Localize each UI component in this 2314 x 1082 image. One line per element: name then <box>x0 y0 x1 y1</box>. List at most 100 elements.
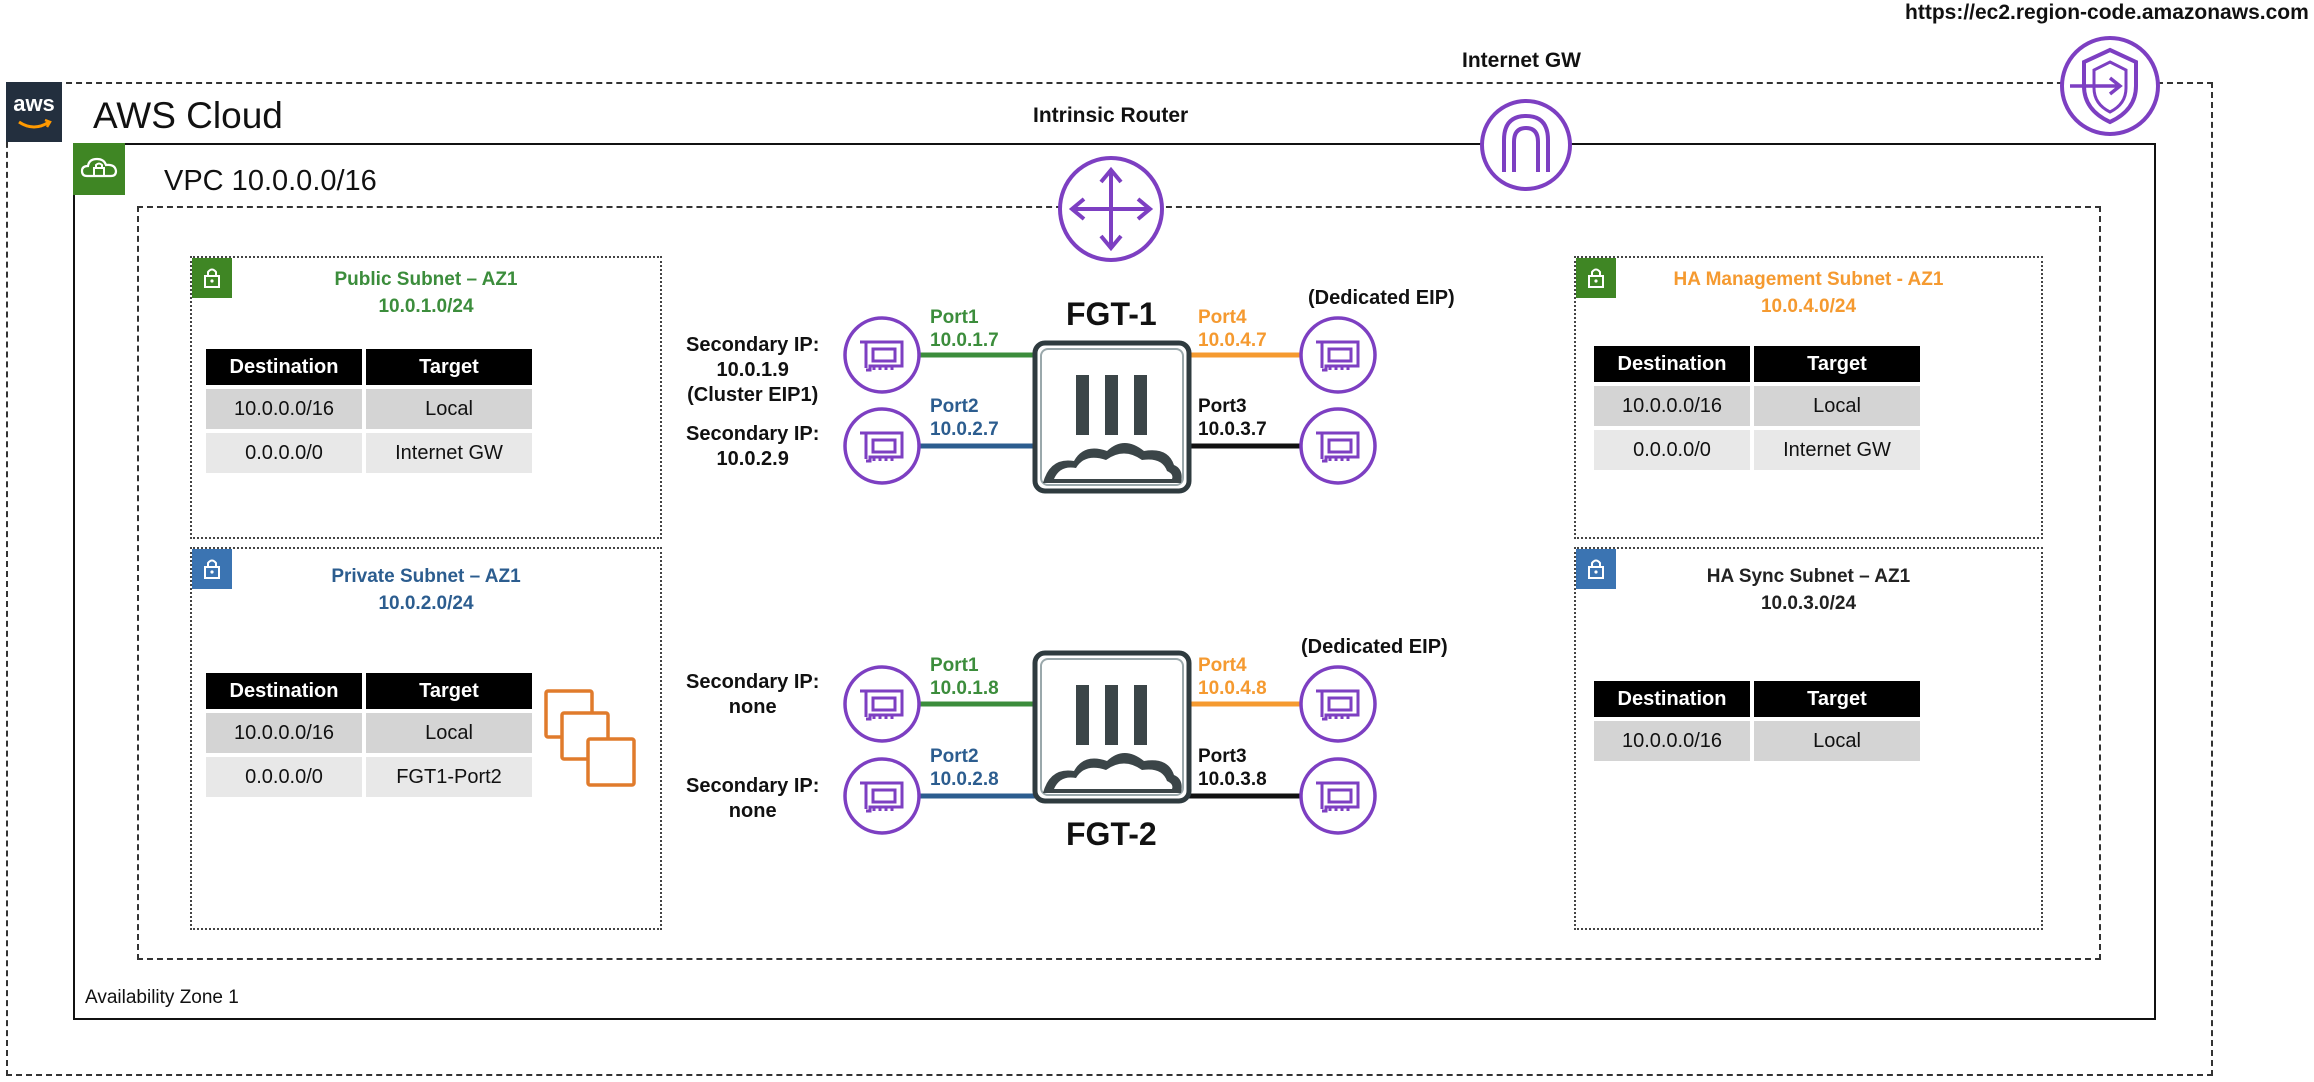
route-target: Local <box>1754 721 1920 761</box>
fgt1-firewall-icon <box>1035 343 1189 491</box>
route-destination: 10.0.0.0/16 <box>1594 721 1750 761</box>
route-target: Internet GW <box>1754 430 1920 470</box>
fgt1-port3-label: Port3 10.0.3.7 <box>1198 395 1267 441</box>
port-ip: 10.0.3.7 <box>1198 419 1267 440</box>
ha-sync-subnet: HA Sync Subnet – AZ1 10.0.3.0/24 Destina… <box>1574 547 2043 930</box>
port-name: Port1 <box>930 307 979 328</box>
ha-sync-route-table: Destination Target 10.0.0.0/16 Local <box>1590 677 1924 765</box>
table-row: 0.0.0.0/0 FGT1-Port2 <box>206 757 532 797</box>
fgt2-port2-eni-icon <box>843 757 921 835</box>
aws-smile-icon <box>18 118 52 129</box>
availability-zone-label: Availability Zone 1 <box>85 987 239 1008</box>
route-table-header-target: Target <box>366 673 532 709</box>
port-ip: 10.0.1.7 <box>930 330 999 351</box>
intrinsic-router-icon <box>1058 156 1164 262</box>
vpc-title: VPC 10.0.0.0/16 <box>164 165 377 197</box>
fgt1-port1-eni-icon <box>843 316 921 394</box>
fgt2-dedicated-eip-label: (Dedicated EIP) <box>1301 636 1448 658</box>
aws-cloud-title: AWS Cloud <box>93 95 283 136</box>
table-row: 10.0.0.0/16 Local <box>1594 721 1920 761</box>
route-table-header-destination: Destination <box>1594 346 1750 382</box>
fgt1-name: FGT-1 <box>1066 296 1157 332</box>
private-subnet-lock-icon <box>192 549 232 589</box>
private-route-table: Destination Target 10.0.0.0/16 Local 0.0… <box>202 669 536 801</box>
ha-mgmt-subnet-lock-icon <box>1576 258 1616 298</box>
public-route-table: Destination Target 10.0.0.0/16 Local 0.0… <box>202 345 536 477</box>
secondary-ip-label: Secondary IP: <box>686 671 820 693</box>
fgt2-name: FGT-2 <box>1066 816 1157 852</box>
port-ip: 10.0.3.8 <box>1198 769 1267 790</box>
ha-mgmt-subnet-name: HA Management Subnet - AZ1 <box>1673 269 1944 290</box>
port-ip: 10.0.4.8 <box>1198 678 1267 699</box>
route-table-header-destination: Destination <box>206 673 362 709</box>
secondary-ip-value: 10.0.1.9 <box>716 359 789 381</box>
ha-sync-subnet-cidr: 10.0.3.0/24 <box>1760 593 1857 614</box>
fgt2-port2-secondary-ip: Secondary IP: none <box>686 774 819 824</box>
route-target: Local <box>1754 386 1920 426</box>
ha-mgmt-route-table: Destination Target 10.0.0.0/16 Local 0.0… <box>1590 342 1924 474</box>
table-row: 0.0.0.0/0 Internet GW <box>1594 430 1920 470</box>
fgt2-port1-secondary-ip: Secondary IP: none <box>686 670 819 720</box>
fgt2-port3-label: Port3 10.0.3.8 <box>1198 745 1267 791</box>
fgt1-port2-eni-icon <box>843 407 921 485</box>
route-target: FGT1-Port2 <box>366 757 532 797</box>
port-name: Port3 <box>1198 396 1247 417</box>
secondary-ip-label: Secondary IP: <box>686 423 820 445</box>
ha-management-subnet: HA Management Subnet - AZ1 10.0.4.0/24 D… <box>1574 256 2043 539</box>
port-ip: 10.0.2.7 <box>930 419 999 440</box>
secondary-ip-value: none <box>728 696 777 718</box>
fgt1-port2-secondary-ip: Secondary IP: 10.0.2.9 <box>686 422 819 472</box>
route-table-header-destination: Destination <box>1594 681 1750 717</box>
table-row: 10.0.0.0/16 Local <box>206 389 532 429</box>
route-target: Internet GW <box>366 433 532 473</box>
ha-sync-subnet-lock-icon <box>1576 549 1616 589</box>
ec2-endpoint-url: https://ec2.region-code.amazonaws.com <box>1905 1 2309 24</box>
fgt2-port1-label: Port1 10.0.1.8 <box>930 654 999 700</box>
route-destination: 10.0.0.0/16 <box>206 389 362 429</box>
port-ip: 10.0.2.8 <box>930 769 999 790</box>
ha-sync-subnet-name: HA Sync Subnet – AZ1 <box>1706 566 1911 587</box>
aws-logo-icon: aws <box>6 82 62 142</box>
ec2-endpoint-shield-icon <box>2060 36 2160 136</box>
aws-cloud-boundary <box>6 82 2213 1076</box>
fgt1-port4-label: Port4 10.0.4.7 <box>1198 306 1267 352</box>
port-name: Port1 <box>930 655 979 676</box>
fgt2-port2-label: Port2 10.0.2.8 <box>930 745 999 791</box>
internet-gateway-icon <box>1480 99 1572 191</box>
fgt2-firewall-icon <box>1035 653 1189 801</box>
public-subnet-lock-icon <box>192 258 232 298</box>
fgt1-port2-label: Port2 10.0.2.7 <box>930 395 999 441</box>
route-destination: 0.0.0.0/0 <box>1594 430 1750 470</box>
intrinsic-router-label: Intrinsic Router <box>1033 104 1189 127</box>
fgt2-port4-label: Port4 10.0.4.8 <box>1198 654 1267 700</box>
port-name: Port2 <box>930 396 979 417</box>
aws-logo-text: aws <box>13 91 55 116</box>
secondary-ip-label: Secondary IP: <box>686 334 820 356</box>
vpc-boundary <box>73 143 2156 1020</box>
fgt1-port1-label: Port1 10.0.1.7 <box>930 306 999 352</box>
fgt1-port1-secondary-ip: Secondary IP: 10.0.1.9 (Cluster EIP1) <box>686 333 819 408</box>
secondary-ip-value: none <box>728 800 777 822</box>
fgt1-dedicated-eip-label: (Dedicated EIP) <box>1308 287 1455 309</box>
fgt2-port3-eni-icon <box>1299 757 1377 835</box>
port-ip: 10.0.1.8 <box>930 678 999 699</box>
fgt1-port4-eni-icon <box>1299 316 1377 394</box>
secondary-ip-note: (Cluster EIP1) <box>687 384 819 406</box>
private-subnet-name: Private Subnet – AZ1 <box>331 566 521 587</box>
port-ip: 10.0.4.7 <box>1198 330 1267 351</box>
public-subnet-cidr: 10.0.1.0/24 <box>378 296 474 317</box>
table-row: 10.0.0.0/16 Local <box>206 713 532 753</box>
port-name: Port4 <box>1198 307 1247 328</box>
route-table-header-target: Target <box>1754 346 1920 382</box>
route-destination: 0.0.0.0/0 <box>206 433 362 473</box>
ec2-instances-icon <box>544 689 636 787</box>
route-target: Local <box>366 389 532 429</box>
internet-gateway-label: Internet GW <box>1462 49 1581 72</box>
port-name: Port3 <box>1198 746 1247 767</box>
secondary-ip-label: Secondary IP: <box>686 775 820 797</box>
route-target: Local <box>366 713 532 753</box>
route-table-header-destination: Destination <box>206 349 362 385</box>
vpc-cloud-lock-icon <box>73 143 125 195</box>
port-name: Port4 <box>1198 655 1247 676</box>
